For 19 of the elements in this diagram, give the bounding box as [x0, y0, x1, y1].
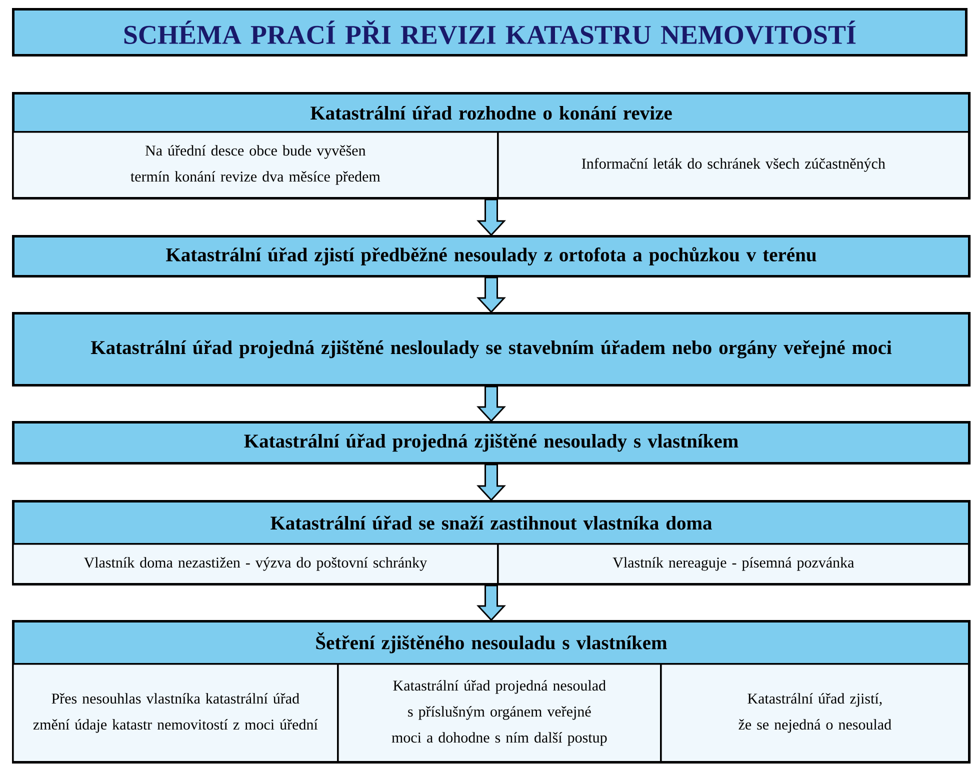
- process-box: Katastrální úřad se snaží zastihnout vlastníka doma: [12, 500, 970, 546]
- text-cell: Přes nesouhlas vlastníka katastrální úřad změní údaje katastr nemovitostí z moci úřední: [12, 663, 339, 763]
- process-box: Šetření zjištěného nesouladu s vlastníkem: [12, 620, 970, 666]
- text-cell: Na úřední desce obce bude vyvěšen termín konání revize dva měsíce předem: [12, 131, 499, 199]
- process-box: Katastrální úřad zjistí předběžné nesoulady z ortofota a pochůzkou v terénu: [12, 235, 970, 278]
- process-box: Katastrální úřad projedná zjištěné nesoulady s vlastníkem: [12, 421, 970, 464]
- text-cell: Vlastník doma nezastižen - výzva do poštovní schránky: [12, 543, 499, 585]
- title-banner: SCHÉMA PRACÍ PŘI REVIZI KATASTRU NEMOVITOSTÍ: [12, 8, 968, 56]
- process-box: Katastrální úřad rozhodne o konání revize: [12, 92, 970, 134]
- block-arrow: [476, 386, 506, 422]
- text-cell: Vlastník nereaguje - písemná pozvánka: [497, 543, 970, 585]
- block-arrow: [476, 276, 506, 314]
- text-cell: Katastrální úřad projedná nesoulad s příslušným orgánem veřejné moci a dohodne s ním další postup: [337, 663, 662, 763]
- process-box: Katastrální úřad projedná zjištěné nesloulady se stavebním úřadem nebo orgány veřejné moci: [12, 312, 970, 386]
- text-cell: Katastrální úřad zjistí, že se nejedná o nesoulad: [660, 663, 970, 763]
- block-arrow: [476, 584, 506, 622]
- block-arrow: [476, 198, 506, 236]
- block-arrow: [476, 464, 506, 502]
- text-cell: Informační leták do schránek všech zúčastněných: [497, 131, 970, 199]
